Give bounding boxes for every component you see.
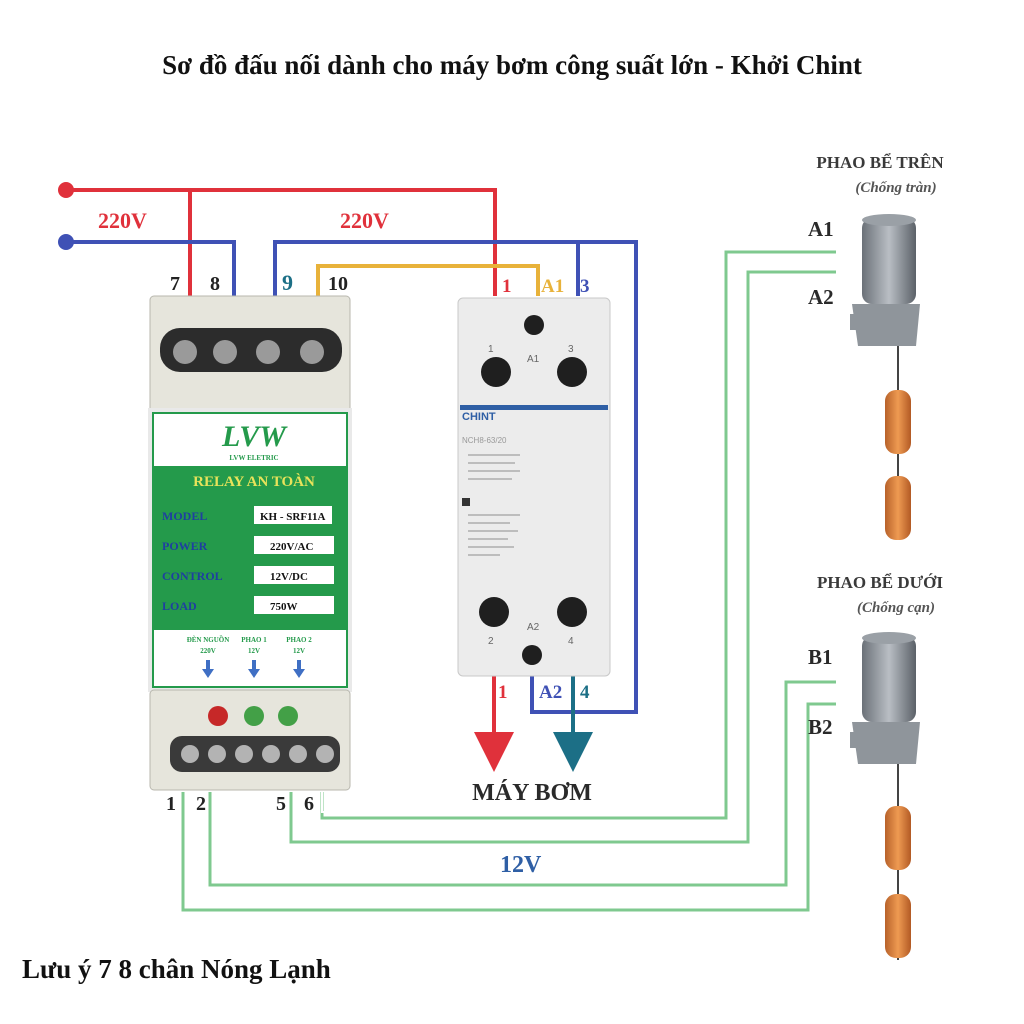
indicator-label: 12V xyxy=(293,647,305,655)
indicator-label: 220V xyxy=(200,647,216,655)
spec-value: KH - SRF11A xyxy=(260,511,325,523)
terminal-1: 1 xyxy=(166,793,176,815)
spec-value: 220V/AC xyxy=(270,541,313,553)
indicator-label: ĐÈN NGUỒN xyxy=(187,636,230,644)
spec-value-box xyxy=(254,596,334,614)
float-bottom-subtitle: (Chống cạn) xyxy=(857,600,935,616)
relay-indicators: ĐÈN NGUỒN 220V PHAO 1 12V PHAO 2 12V xyxy=(187,636,312,678)
down-arrow-icon xyxy=(202,660,214,678)
contactor-mark-a1: A1 xyxy=(541,276,564,297)
neutral-wire xyxy=(58,234,638,714)
spec-value-box xyxy=(254,506,332,524)
contactor-mark-1: 1 xyxy=(502,276,512,297)
relay-brand: LVW ELETRIC xyxy=(229,454,278,462)
indicator-label: PHAO 1 xyxy=(241,636,267,644)
contactor-model: NCH8-63/20 xyxy=(462,436,507,445)
indicator-label: PHAO 2 xyxy=(286,636,312,644)
float-switch-bottom xyxy=(850,632,920,960)
float-top-a2: A2 xyxy=(808,285,834,309)
terminal-7: 7 xyxy=(170,273,180,295)
terminal-10: 10 xyxy=(328,273,348,295)
contactor-body-label-1: 1 xyxy=(488,344,494,355)
float-bottom-b2: B2 xyxy=(808,715,833,739)
float-switch-top xyxy=(850,214,920,540)
chint-contactor xyxy=(457,297,611,677)
contactor-mark-3: 3 xyxy=(580,276,590,297)
spec-value: 12V/DC xyxy=(270,571,308,583)
spec-label: LOAD xyxy=(162,599,197,613)
float-bottom-title: PHAO BỂ DƯỚI xyxy=(817,573,943,592)
contactor-brand: CHINT xyxy=(462,411,496,423)
terminal-8: 8 xyxy=(210,273,220,295)
contactor-mark-out-a2: A2 xyxy=(539,682,562,703)
down-arrow-icon xyxy=(293,660,305,678)
contactor-body-label-4: 4 xyxy=(568,636,574,647)
note-text: Lưu ý 7 8 chân Nóng Lạnh xyxy=(22,954,331,984)
terminal-6: 6 xyxy=(304,793,314,815)
label-220v-top: 220V xyxy=(340,208,389,233)
contactor-mark-out-4: 4 xyxy=(580,682,590,703)
contactor-body-label-a2: A2 xyxy=(527,622,540,633)
float-top-title: PHAO BỂ TRÊN xyxy=(816,153,944,172)
spec-value-box xyxy=(254,536,334,554)
safety-relay xyxy=(148,295,352,791)
spec-label: POWER xyxy=(162,539,208,553)
float-top-subtitle: (Chống tràn) xyxy=(855,180,936,196)
spec-label: MODEL xyxy=(162,509,207,523)
label-12v: 12V xyxy=(500,852,542,878)
contactor-body-label-a1: A1 xyxy=(527,354,540,365)
terminal-9: 9 xyxy=(282,270,293,295)
float-top-a1: A1 xyxy=(808,217,834,241)
spec-label: CONTROL xyxy=(162,569,223,583)
label-220v-left: 220V xyxy=(98,208,147,233)
relay-name: RELAY AN TOÀN xyxy=(193,473,315,490)
spec-value-box xyxy=(254,566,334,584)
terminal-2: 2 xyxy=(196,793,206,815)
pump-label: MÁY BƠM xyxy=(472,780,592,806)
control-wire xyxy=(316,264,540,296)
contactor-body-label-3: 3 xyxy=(568,344,574,355)
contactor-body-label-2: 2 xyxy=(488,636,494,647)
contactor-mark-out-1: 1 xyxy=(498,682,508,703)
terminal-5: 5 xyxy=(276,793,286,815)
down-arrow-icon xyxy=(248,660,260,678)
page-title: Sơ đồ đấu nối dành cho máy bơm công suất… xyxy=(162,50,862,80)
spec-value: 750W xyxy=(270,601,298,613)
float-bottom-b1: B1 xyxy=(808,645,833,669)
signal-wires xyxy=(181,245,836,912)
relay-logo: LVW xyxy=(221,420,288,453)
relay-specs: MODEL KH - SRF11A POWER 220V/AC CONTROL 12V/D… xyxy=(162,506,334,614)
indicator-label: 12V xyxy=(248,647,260,655)
